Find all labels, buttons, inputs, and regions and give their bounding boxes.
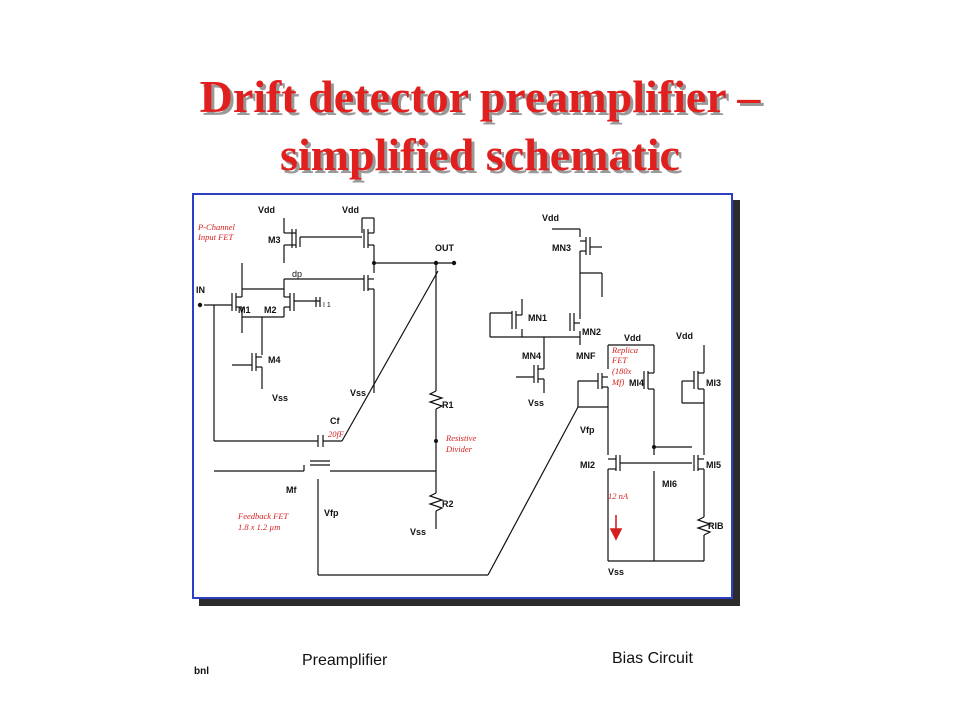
label-vfp-bias: Vfp <box>580 425 595 435</box>
label-r1: R1 <box>442 400 454 410</box>
label-vdd-mi4: Vdd <box>624 333 641 343</box>
label-vss-m4: Vss <box>272 393 288 403</box>
label-mn3: MN3 <box>552 243 571 253</box>
caption-bias-circuit: Bias Circuit <box>612 650 693 667</box>
label-cf: Cf <box>330 416 340 426</box>
label-vfp-mf: Vfp <box>324 508 339 518</box>
title-line-2: simplified schematic <box>280 129 680 180</box>
label-mi3: MI3 <box>706 378 721 388</box>
label-m3: M3 <box>268 235 281 245</box>
label-vdd-mn3: Vdd <box>542 213 559 223</box>
label-vdd-out: Vdd <box>342 205 359 215</box>
label-m4: M4 <box>268 355 281 365</box>
note-replica-2: FET <box>611 355 628 365</box>
note-pchannel-1: P-Channel <box>197 222 235 232</box>
label-r2: R2 <box>442 499 454 509</box>
label-in: IN <box>196 285 205 295</box>
label-vss-bias: Vss <box>608 567 624 577</box>
note-replica-1: Replica <box>611 345 638 355</box>
label-mn1: MN1 <box>528 313 547 323</box>
note-resistive-1: Resistive <box>445 433 476 443</box>
note-cf-value: 20fF <box>328 429 345 439</box>
label-mi6: MI6 <box>662 479 677 489</box>
label-mn2: MN2 <box>582 327 601 337</box>
label-out: OUT <box>435 243 455 253</box>
schematic-frame <box>192 193 733 599</box>
note-pchannel-2: Input FET <box>197 232 234 242</box>
note-feedback-1: Feedback FET <box>237 511 290 521</box>
label-mf: Mf <box>286 485 297 495</box>
note-resistive-2: Divider <box>445 444 473 454</box>
note-current: 12 nA <box>608 491 629 501</box>
caption-corner-mark: bnl <box>194 666 209 677</box>
label-i1: I 1 <box>323 302 331 309</box>
label-mn4: MN4 <box>522 351 541 361</box>
note-feedback-2: 1.8 x 1.2 µm <box>238 522 280 532</box>
label-m2: M2 <box>264 305 277 315</box>
label-dp: dp <box>292 269 302 279</box>
label-vddl-mi3: Vdd <box>676 331 693 341</box>
current-arrow <box>609 515 623 541</box>
label-vdd-m3: Vdd <box>258 205 275 215</box>
label-mi4: MI4 <box>629 378 644 388</box>
circuit-schematic: Vdd Vdd M3 OUT dp IN M1 M2 I 1 M4 Vss Vs… <box>196 205 724 577</box>
title-line-1: Drift detector preamplifier – <box>199 71 761 122</box>
label-mi5: MI5 <box>706 460 721 470</box>
label-vss-mn4: Vss <box>528 398 544 408</box>
label-vss-out: Vss <box>350 388 366 398</box>
label-mnf: MNF <box>576 351 596 361</box>
note-replica-4: Mf) <box>611 377 624 387</box>
label-m1: M1 <box>238 305 251 315</box>
caption-preamplifier: Preamplifier <box>302 652 388 669</box>
label-mi2: MI2 <box>580 460 595 470</box>
junction-dots <box>197 260 656 449</box>
note-replica-3: (180x <box>612 366 632 376</box>
preamplifier-wiring <box>204 217 712 576</box>
label-vss-r2: Vss <box>410 527 426 537</box>
label-rib: RIB <box>708 521 724 531</box>
